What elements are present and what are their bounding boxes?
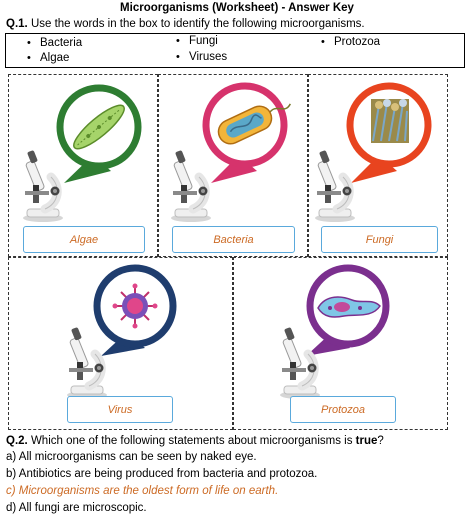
- fungi-scene: [309, 82, 432, 258]
- answer-algae: Algae: [23, 226, 145, 253]
- question-1: Q.1. Use the words in the box to identif…: [6, 18, 365, 30]
- question-2-emphasis: true: [355, 435, 378, 447]
- microscope-icon: [67, 327, 107, 399]
- protozoa-scene: [234, 264, 390, 431]
- word-protozoa: Protozoa: [321, 36, 380, 48]
- answer-protozoa: Protozoa: [290, 396, 396, 423]
- bacterium-icon: [217, 103, 291, 145]
- microscope-icon: [280, 327, 320, 399]
- virus-icon: [112, 283, 158, 329]
- panel-bacteria: Bacteria: [158, 74, 308, 257]
- word-box: Bacteria Algae Fungi Viruses Protozoa: [5, 33, 465, 68]
- fungi-photo-icon: [371, 99, 409, 143]
- virus-scene: [9, 264, 177, 431]
- panel-algae: Algae: [8, 74, 158, 257]
- question-1-text: Use the words in the box to identify the…: [30, 18, 365, 30]
- word-bacteria: Bacteria: [27, 37, 82, 49]
- option-c-correct: c) Microorganisms are the oldest form of…: [6, 485, 279, 497]
- answer-fungi: Fungi: [321, 226, 438, 253]
- worksheet-title: Microorganisms (Worksheet) - Answer Key: [120, 2, 354, 14]
- algae-scene: [9, 84, 142, 258]
- question-2-number: Q.2.: [6, 435, 28, 447]
- option-a: a) All microorganisms can be seen by nak…: [6, 451, 257, 463]
- protozoa-icon: [317, 296, 381, 318]
- option-d: d) All fungi are microscopic.: [6, 502, 147, 514]
- algae-cell-icon: [73, 104, 125, 150]
- word-viruses: Viruses: [176, 51, 227, 63]
- question-2-text: Which one of the following statements ab…: [30, 435, 353, 447]
- answer-bacteria: Bacteria: [172, 226, 295, 253]
- panel-virus: Virus: [8, 257, 233, 430]
- answer-virus: Virus: [67, 396, 173, 423]
- option-b: b) Antibiotics are being produced from b…: [6, 468, 318, 480]
- microscope-icon: [23, 150, 63, 222]
- microscope-icon: [315, 150, 355, 222]
- bacteria-scene: [159, 82, 291, 258]
- microscope-icon: [171, 150, 211, 222]
- panel-protozoa: Protozoa: [233, 257, 448, 430]
- word-fungi: Fungi: [176, 35, 218, 47]
- word-algae: Algae: [27, 52, 70, 64]
- question-2: Q.2. Which one of the following statemen…: [6, 435, 384, 447]
- question-2-mark: ?: [377, 435, 384, 447]
- question-1-number: Q.1.: [6, 18, 28, 30]
- panel-fungi: Fungi: [308, 74, 448, 257]
